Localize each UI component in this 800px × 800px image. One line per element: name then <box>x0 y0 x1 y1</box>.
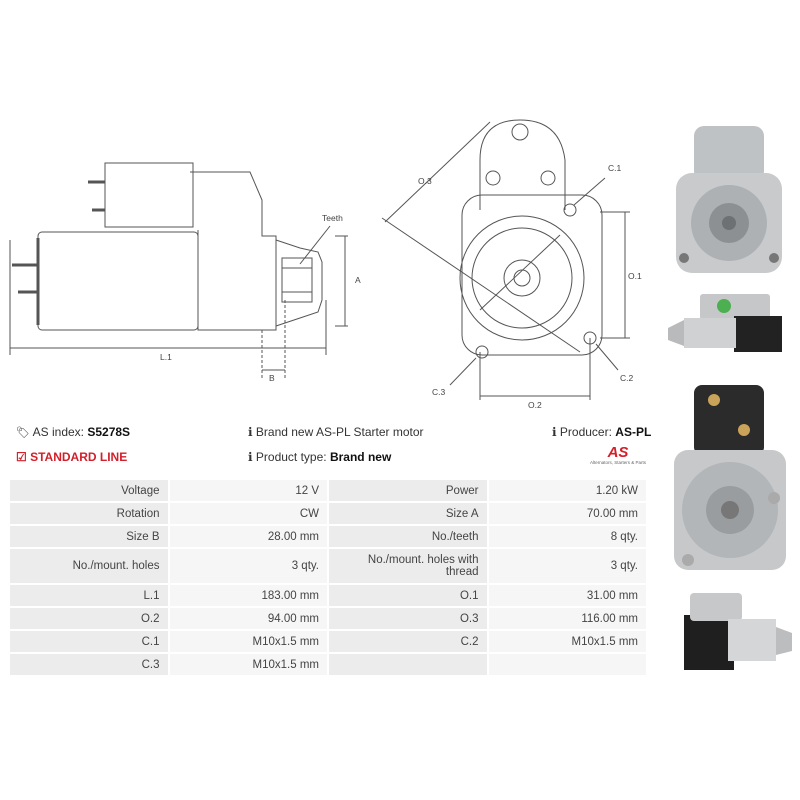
as-logo: AS Alternators, Starters & Parts <box>588 445 648 465</box>
as-index: 🏷︎ AS index: S5278S <box>16 425 130 439</box>
check-square-icon: ☑ <box>16 450 27 464</box>
technical-drawing: Teeth A B L.1 O.3 C.1 O.1 C.3 C.2 O.2 <box>9 119 642 410</box>
spec-value: 31.00 mm <box>488 585 646 606</box>
photo-rear-view <box>674 385 786 570</box>
spec-label: Size B <box>10 526 168 547</box>
label-b: B <box>269 373 275 383</box>
photo-angled-view <box>684 593 792 670</box>
label-teeth: Teeth <box>322 213 343 223</box>
spec-value <box>488 654 646 675</box>
description: ℹ︎ Brand new AS-PL Starter motor <box>248 425 424 439</box>
as-logo-text: AS <box>607 444 629 461</box>
spec-value: 3 qty. <box>488 549 646 583</box>
spec-label <box>329 654 487 675</box>
spec-label: L.1 <box>10 585 168 606</box>
label-o1: O.1 <box>628 271 642 281</box>
spec-label: No./mount. holes with thread <box>329 549 487 583</box>
spec-label: C.2 <box>329 631 487 652</box>
spec-value: 183.00 mm <box>169 585 327 606</box>
spec-label: C.1 <box>10 631 168 652</box>
spec-value: 94.00 mm <box>169 608 327 629</box>
standard-line: ☑ STANDARD LINE <box>16 450 127 464</box>
label-c2: C.2 <box>620 373 634 383</box>
spec-value: 1.20 kW <box>488 480 646 501</box>
info-icon: ℹ︎ <box>248 425 253 439</box>
producer-label: Producer: <box>559 425 612 439</box>
as-index-value: S5278S <box>87 425 131 439</box>
label-a: A <box>355 275 361 285</box>
producer-value: AS-PL <box>615 425 652 439</box>
spec-value: M10x1.5 mm <box>169 631 327 652</box>
spec-value: 70.00 mm <box>488 503 646 524</box>
spec-label: O.3 <box>329 608 487 629</box>
spec-value: M10x1.5 mm <box>169 654 327 675</box>
spec-label: O.2 <box>10 608 168 629</box>
motor-body <box>37 231 199 331</box>
label-c3: C.3 <box>432 387 446 397</box>
spec-label: No./teeth <box>329 526 487 547</box>
as-index-label: AS index: <box>32 425 85 439</box>
label-o3: O.3 <box>418 176 432 186</box>
description-text: Brand new AS-PL Starter motor <box>255 425 424 439</box>
tag-icon: 🏷︎ <box>16 427 30 439</box>
front-flange <box>479 119 566 210</box>
spec-value: 28.00 mm <box>169 526 327 547</box>
label-l1: L.1 <box>160 352 172 362</box>
spec-value: 12 V <box>169 480 327 501</box>
housing <box>190 171 277 331</box>
product-type: ℹ︎ Product type: Brand new <box>248 450 391 464</box>
label-o2: O.2 <box>528 400 542 410</box>
spec-label: No./mount. holes <box>10 549 168 583</box>
front-plate <box>461 194 603 356</box>
spec-value: 116.00 mm <box>488 608 646 629</box>
spec-label: Voltage <box>10 480 168 501</box>
spec-label: Rotation <box>10 503 168 524</box>
spec-label: C.3 <box>10 654 168 675</box>
standard-line-label: STANDARD LINE <box>30 450 128 464</box>
info-icon: ℹ︎ <box>552 425 557 439</box>
product-type-value: Brand new <box>329 450 392 464</box>
spec-label: Size A <box>329 503 487 524</box>
spec-value: 8 qty. <box>488 526 646 547</box>
product-type-label: Product type: <box>255 450 327 464</box>
producer: ℹ︎ Producer: AS-PL <box>552 425 651 439</box>
drive-end <box>275 239 323 327</box>
spec-label: Power <box>329 480 487 501</box>
spec-value: M10x1.5 mm <box>488 631 646 652</box>
as-logo-tagline: Alternators, Starters & Parts <box>589 460 647 465</box>
spec-value: CW <box>169 503 327 524</box>
info-icon: ℹ︎ <box>248 450 253 464</box>
label-c1: C.1 <box>608 163 622 173</box>
spec-value: 3 qty. <box>169 549 327 583</box>
photo-side-view <box>668 294 782 352</box>
solenoid <box>104 162 194 228</box>
spec-label: O.1 <box>329 585 487 606</box>
photo-front-view <box>676 126 782 273</box>
